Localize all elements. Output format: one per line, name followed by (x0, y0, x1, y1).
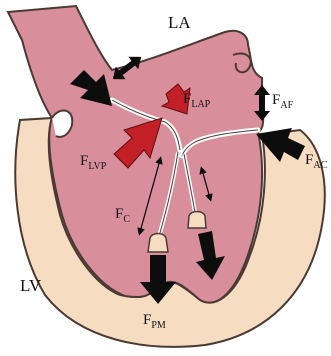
papillary-muscle-right (188, 212, 206, 229)
papillary-muscle-left (148, 234, 168, 253)
label-la: LA (168, 13, 191, 32)
label-lv: LV (20, 276, 42, 295)
label-f-af: FAF (272, 92, 294, 111)
